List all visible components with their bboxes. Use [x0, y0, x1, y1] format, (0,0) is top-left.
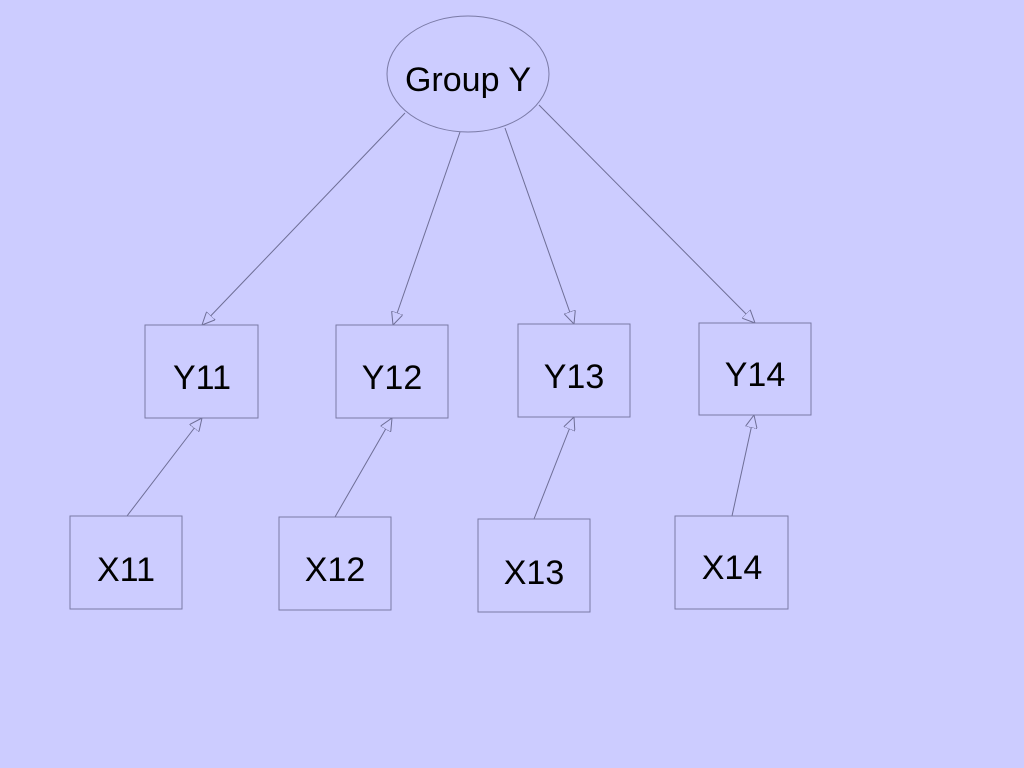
node-label: Y13 — [544, 358, 605, 396]
node-label: X11 — [97, 551, 155, 589]
node-x12: X12 — [278, 516, 392, 611]
edge-x14-to-y14 — [731, 415, 754, 517]
node-label: Y14 — [725, 356, 786, 394]
node-label: X13 — [504, 554, 565, 592]
node-x11: X11 — [69, 515, 183, 610]
edge-group-y-to-y13 — [504, 127, 574, 324]
edge-x11-to-y11 — [126, 418, 202, 517]
edge-group-y-to-y11 — [202, 112, 406, 325]
edge-group-y-to-y12 — [393, 131, 461, 325]
node-label: Y11 — [173, 359, 231, 397]
node-y13: Y13 — [517, 323, 631, 418]
node-x14: X14 — [674, 515, 789, 610]
latent-node-group-y: Group Y — [386, 15, 550, 133]
edge-x13-to-y13 — [533, 417, 574, 520]
node-label: Y12 — [362, 359, 423, 397]
node-label: X14 — [702, 549, 763, 587]
node-y12: Y12 — [335, 324, 449, 419]
latent-node-label: Group Y — [405, 61, 531, 99]
edge-x12-to-y12 — [334, 418, 392, 518]
node-x13: X13 — [477, 518, 591, 613]
node-y11: Y11 — [144, 324, 259, 419]
edge-group-y-to-y14 — [538, 104, 755, 323]
node-label: X12 — [305, 551, 366, 589]
node-y14: Y14 — [698, 322, 812, 416]
